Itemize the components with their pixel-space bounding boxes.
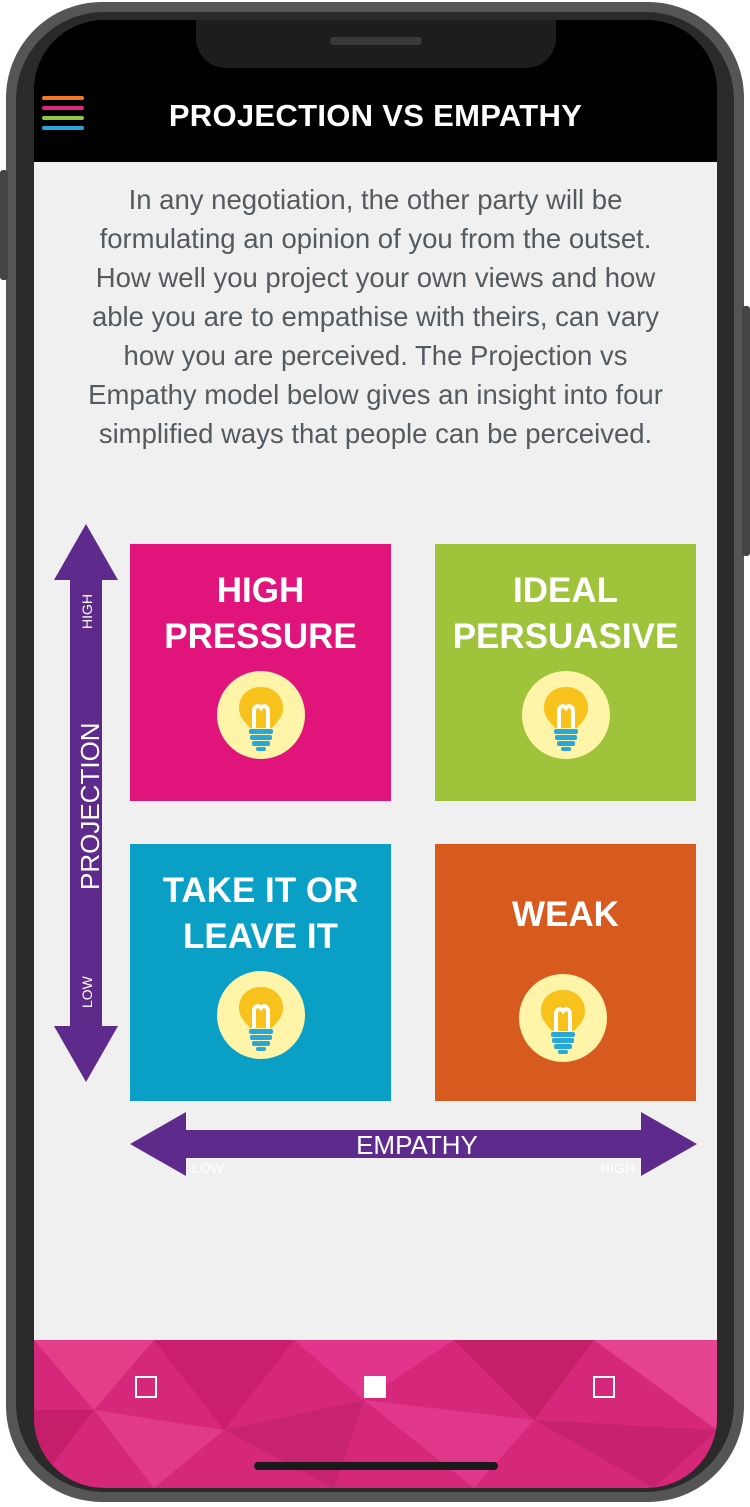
screen: PROJECTION VS EMPATHY In any negotiation…: [34, 20, 717, 1488]
lightbulb-icon: [519, 974, 607, 1062]
lightbulb-icon: [217, 671, 305, 759]
quadrant-ideal-persuasive: IDEAL PERSUASIVE: [435, 544, 696, 801]
empathy-axis-high-label: HIGH: [600, 1160, 635, 1176]
empathy-axis: EMPATHY LOW HIGH: [130, 1112, 697, 1176]
back-button[interactable]: [593, 1376, 615, 1398]
quadrant-take-it-or-leave-it: TAKE IT OR LEAVE IT: [130, 844, 391, 1101]
quadrant-title-line1: WEAK: [512, 895, 619, 934]
recent-apps-button[interactable]: [135, 1376, 157, 1398]
projection-axis-label: PROJECTION: [75, 722, 105, 890]
projection-axis: HIGH PROJECTION LOW: [54, 524, 118, 1082]
intro-text: In any negotiation, the other party will…: [88, 184, 663, 449]
empathy-axis-low-label: LOW: [192, 1160, 225, 1176]
projection-axis-arrow: [54, 524, 118, 1082]
menu-line: [42, 116, 84, 120]
phone-speaker: [330, 37, 422, 45]
content-area: In any negotiation, the other party will…: [34, 162, 717, 1340]
menu-line: [42, 96, 84, 100]
menu-line: [42, 126, 84, 130]
bottom-navigation-bar: [34, 1340, 717, 1488]
home-button[interactable]: [364, 1376, 386, 1398]
quadrant-title-line2: PERSUASIVE: [452, 617, 679, 656]
menu-line: [42, 106, 84, 110]
phone-side-button-left: [0, 170, 8, 280]
quadrant-title-line2: PRESSURE: [164, 617, 357, 656]
lightbulb-icon: [217, 971, 305, 1059]
quadrant-title-line1: IDEAL: [513, 571, 618, 610]
quadrant-title-line1: TAKE IT OR: [162, 871, 359, 910]
quadrant-high-pressure: HIGH PRESSURE: [130, 544, 391, 801]
quadrant-weak: WEAK: [435, 844, 696, 1101]
phone-side-button-right: [742, 306, 750, 556]
projection-axis-high-label: HIGH: [79, 594, 95, 629]
app-header: PROJECTION VS EMPATHY: [34, 20, 717, 162]
empathy-axis-arrow: [130, 1112, 697, 1176]
empathy-axis-label: EMPATHY: [356, 1130, 478, 1160]
home-indicator-bar[interactable]: [254, 1462, 498, 1470]
page-title: PROJECTION VS EMPATHY: [168, 98, 583, 133]
hamburger-menu-icon[interactable]: [42, 96, 84, 136]
quadrant-title-line2: LEAVE IT: [183, 917, 338, 956]
lightbulb-icon: [522, 671, 610, 759]
quadrant-title-line1: HIGH: [216, 571, 305, 610]
projection-axis-low-label: LOW: [79, 975, 95, 1008]
